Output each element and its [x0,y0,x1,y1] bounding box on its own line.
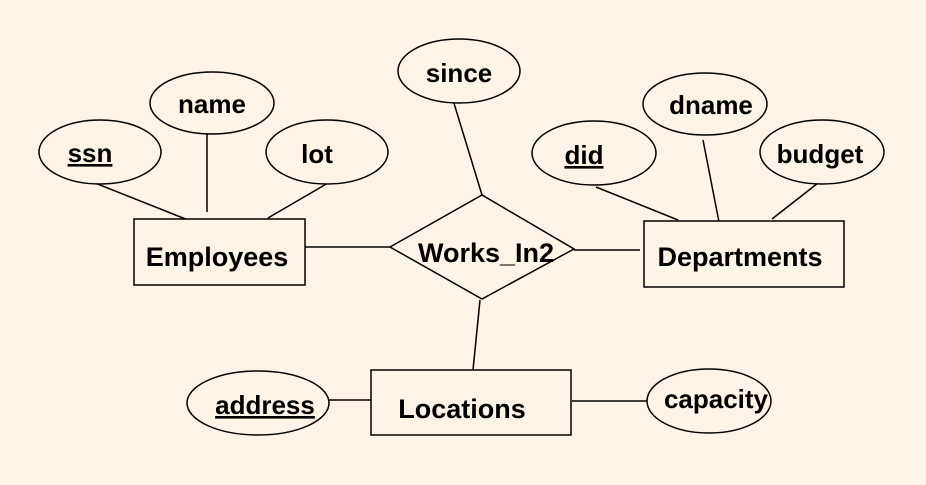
attribute-budget-label: budget [777,139,864,169]
attribute-capacity-label: capacity [664,384,769,414]
attribute-name: name [149,71,275,135]
attribute-lot-ellipse [265,119,389,185]
entity-locations: Locations [370,369,572,436]
attribute-budget-ellipse [759,119,885,185]
since-to-worksin-line [452,99,483,196]
attribute-dname-label: dname [669,90,753,120]
entity-employees-box [133,218,306,286]
entity-locations-box [370,369,572,436]
attribute-ssn-label: ssn [68,138,113,168]
ssn-to-employees-line [94,182,189,221]
attribute-dname: dname [642,72,768,136]
entity-employees-label: Employees [146,242,289,272]
attribute-lot-label: lot [301,139,333,169]
relationship-works-in-label: Works_In2 [418,238,554,268]
attribute-lot: lot [265,119,389,185]
worksin-to-locations-line [472,299,481,371]
attribute-since: since [397,38,521,104]
attribute-since-label: since [426,58,493,88]
dname-to-departments-line [702,139,720,223]
attribute-capacity-ellipse [646,368,772,434]
attribute-ssn: ssn [38,119,162,185]
budget-to-departments-line [771,182,819,220]
entity-employees: Employees [133,218,306,286]
attribute-address-ellipse [186,370,330,436]
relationship-works-in-diamond [388,194,576,300]
attribute-did-label: did [565,140,604,170]
entity-locations-label: Locations [398,394,526,424]
attribute-address: address [186,370,330,436]
entity-departments-box [643,220,845,288]
lot-to-employees-line [267,182,329,219]
attribute-did: did [531,120,657,186]
connectors [94,99,819,402]
attribute-did-ellipse [531,120,657,186]
attribute-name-ellipse [149,71,275,135]
entity-departments-label: Departments [657,242,822,272]
attribute-since-ellipse [397,38,521,104]
attribute-ssn-ellipse [38,119,162,185]
entity-departments: Departments [643,220,845,288]
attribute-dname-ellipse [642,72,768,136]
attribute-budget: budget [759,119,885,185]
attribute-address-label: address [215,390,315,420]
attribute-capacity: capacity [646,368,772,434]
relationship-works-in: Works_In2 [388,194,576,300]
did-to-departments-line [595,186,679,221]
attribute-name-label: name [178,89,246,119]
